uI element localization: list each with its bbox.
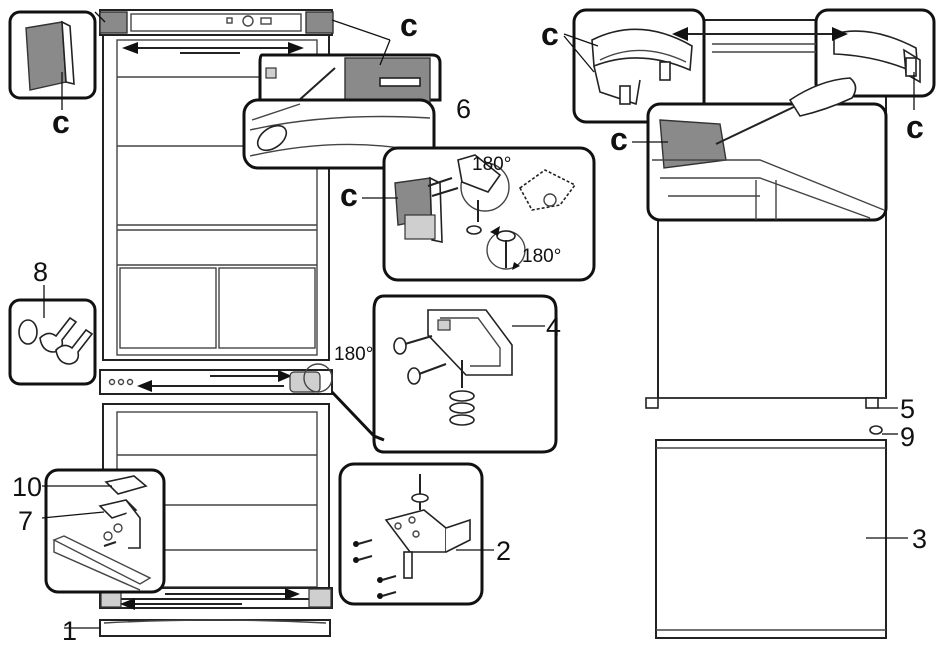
bottom-hinge-bar bbox=[99, 587, 333, 609]
crisper-drawer-right bbox=[218, 267, 316, 349]
foot-right-5 bbox=[865, 397, 879, 409]
leader-c-tr-2 bbox=[563, 35, 595, 73]
hole bbox=[117, 378, 125, 386]
label-cover-c-top: c bbox=[400, 7, 418, 43]
upper-compartment bbox=[102, 34, 330, 361]
double-arrow-doors bbox=[672, 27, 848, 53]
label-180-top: 180° bbox=[472, 154, 511, 175]
label-cover-c-tr-left: c bbox=[541, 16, 559, 52]
lower-door bbox=[655, 439, 887, 639]
label-cover-c-door: c bbox=[610, 121, 628, 157]
plinth-curve bbox=[103, 619, 327, 624]
switch bbox=[260, 17, 272, 25]
hinge-cover-top-left bbox=[99, 11, 128, 34]
connector-4 bbox=[330, 390, 385, 442]
label-180-bottom: 180° bbox=[522, 246, 561, 267]
label-8: 8 bbox=[33, 257, 48, 287]
hole bbox=[108, 378, 116, 386]
label-cover-c-tr-right: c bbox=[906, 109, 924, 145]
leader-c-top-2 bbox=[379, 39, 391, 66]
control-panel bbox=[130, 13, 302, 32]
callout-door-top-screwdriver bbox=[646, 77, 888, 222]
hinge-dashed bbox=[518, 169, 577, 211]
callout-2-bottom-hinge bbox=[338, 462, 484, 606]
callout-6-upper bbox=[242, 53, 442, 170]
rotate-marker bbox=[303, 363, 333, 393]
double-arrow-middle bbox=[137, 370, 292, 392]
crisper-drawer-left bbox=[119, 267, 217, 349]
callout-4-middle-hinge bbox=[372, 294, 558, 454]
label-1: 1 bbox=[62, 616, 77, 645]
callout-top-left-cover bbox=[8, 10, 106, 110]
label-3: 3 bbox=[912, 524, 927, 554]
hole bbox=[126, 378, 134, 386]
leader-7 bbox=[41, 511, 105, 519]
leader-c-tr bbox=[563, 33, 599, 47]
screwdriver-right bbox=[715, 103, 801, 145]
foot-left bbox=[645, 397, 659, 409]
label-2: 2 bbox=[496, 536, 511, 566]
screws bbox=[353, 539, 397, 599]
label-7: 7 bbox=[18, 506, 33, 536]
top-hinge bbox=[457, 154, 502, 193]
label-9: 9 bbox=[900, 422, 915, 452]
label-4: 4 bbox=[546, 312, 561, 342]
label-6: 6 bbox=[456, 94, 471, 124]
callout-door-cover-left bbox=[572, 8, 706, 124]
label-cover-c-mid: c bbox=[340, 177, 358, 213]
hinge-cover-top-right bbox=[305, 11, 334, 34]
label-10: 10 bbox=[12, 472, 42, 502]
label-cover-c-left: c bbox=[52, 104, 70, 140]
double-arrow-top bbox=[122, 42, 304, 54]
callout-8-plugs bbox=[8, 298, 97, 386]
base-plinth bbox=[99, 619, 331, 637]
double-arrow-bottom bbox=[120, 588, 300, 610]
callout-6-lower bbox=[382, 146, 596, 282]
upper-inner-liner bbox=[116, 39, 318, 356]
screwdriver-handle bbox=[788, 77, 857, 117]
hinge-bracket-10 bbox=[104, 475, 148, 495]
indicator-light bbox=[226, 17, 233, 24]
bottom-hinge-right bbox=[308, 588, 332, 608]
leader-c-top bbox=[331, 19, 391, 41]
label-180-middle: 180° bbox=[334, 344, 373, 365]
label-5: 5 bbox=[900, 394, 915, 424]
thermostat-knob bbox=[242, 15, 254, 27]
callout-10-7-bottom-left bbox=[44, 468, 166, 594]
washer-9 bbox=[869, 425, 883, 435]
callout-door-cover-right bbox=[814, 8, 936, 98]
